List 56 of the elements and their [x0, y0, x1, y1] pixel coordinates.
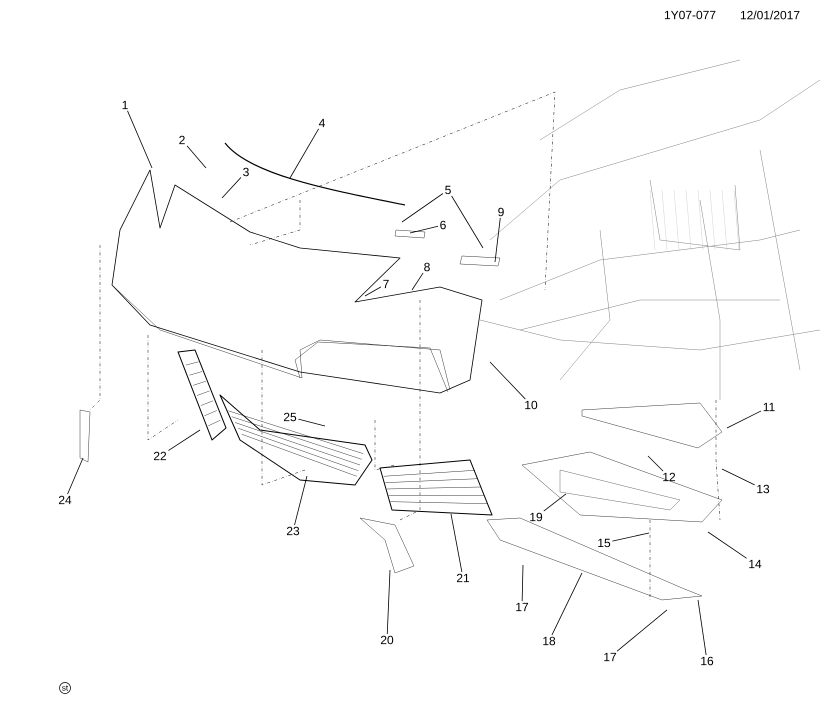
leader-line	[222, 177, 242, 198]
leader-line	[186, 145, 206, 168]
callout-number: 17	[516, 602, 528, 612]
leader-line	[616, 610, 668, 652]
leader-line	[708, 532, 748, 559]
callout-number: 13	[757, 484, 770, 494]
callout-number: 6	[440, 220, 446, 230]
callout-number: 17	[604, 652, 616, 662]
leader-line	[726, 410, 762, 428]
callout-number: 20	[380, 636, 394, 644]
leader-line	[451, 195, 484, 248]
callout-number: 4	[318, 118, 325, 128]
callout-number: 18	[543, 636, 556, 646]
callout-number: 1	[122, 100, 128, 110]
leader-line	[386, 570, 390, 634]
callout-number: 10	[525, 400, 538, 410]
callout-number: 7	[383, 280, 389, 288]
leader-line	[490, 362, 526, 400]
callout-number: 11	[764, 402, 775, 412]
callout-number: 9	[498, 208, 504, 216]
leader-line	[522, 564, 524, 602]
callout-number: 15	[598, 538, 610, 548]
callout-number: 23	[286, 526, 300, 536]
leader-line	[410, 226, 438, 234]
callout-number: 21	[456, 574, 470, 582]
callout-number: 14	[749, 560, 762, 568]
leader-line	[494, 218, 501, 262]
callout-number: 24	[58, 496, 72, 504]
callout-number: 3	[243, 168, 249, 176]
header-text: 1Y07-077	[664, 10, 716, 20]
leader-line	[543, 494, 566, 512]
leader-line	[290, 128, 320, 178]
leader-line	[168, 430, 200, 451]
leader-line	[412, 272, 424, 290]
leader-line	[294, 476, 308, 526]
callout-number: 19	[530, 512, 542, 522]
callout-number: 22	[154, 452, 166, 460]
leader-line	[612, 532, 650, 542]
leader-line	[364, 286, 382, 296]
callout-number: 8	[424, 262, 430, 272]
symbol-label: st	[59, 682, 71, 694]
leader-line	[698, 600, 707, 656]
leader-line	[722, 468, 756, 486]
callout-number: 16	[701, 656, 714, 666]
leader-line	[551, 572, 582, 636]
leader-line	[298, 418, 326, 426]
leader-line	[648, 456, 664, 472]
leader-line	[67, 458, 84, 494]
leader-line	[127, 110, 152, 168]
callout-number: 12	[663, 472, 676, 482]
callout-number: 5	[445, 186, 451, 194]
leader-line	[450, 514, 462, 572]
callout-number: 2	[179, 136, 185, 144]
leader-line	[402, 193, 444, 222]
callout-number: 25	[284, 412, 296, 422]
header-text: 12/01/2017	[740, 10, 800, 20]
